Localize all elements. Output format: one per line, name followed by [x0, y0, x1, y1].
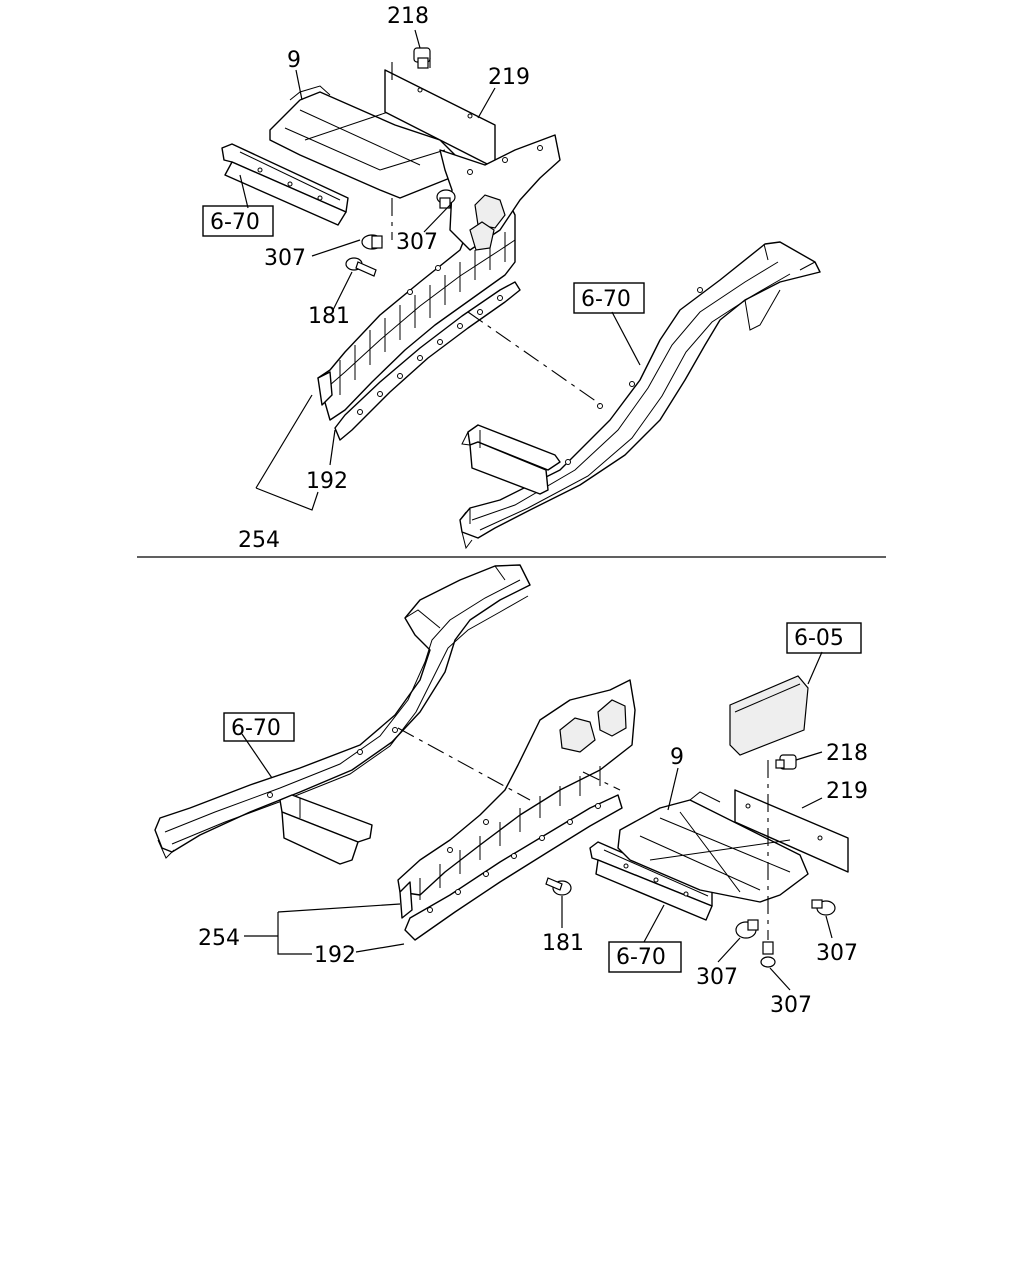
upper-label-307-right: 307 [396, 230, 438, 255]
upper-ref-box-b [573, 282, 645, 314]
upper-side-rail-section [221, 143, 349, 226]
lower-ref-label-a: 6-70 [231, 716, 281, 741]
upper-label-181: 181 [308, 304, 350, 329]
lower-side-rail-section [589, 841, 713, 921]
lower-bracket-assembly [617, 789, 849, 903]
lower-nut-307-a [735, 919, 759, 939]
lower-label-218: 218 [826, 741, 868, 766]
lower-ref-box-605 [786, 622, 862, 654]
lower-ref-box-b [608, 941, 682, 973]
lower-label-307-b: 307 [816, 941, 858, 966]
upper-cross-member [461, 424, 561, 495]
lower-label-307-c: 307 [770, 993, 812, 1018]
upper-label-192: 192 [306, 469, 348, 494]
lower-ref-box-a [223, 712, 295, 742]
upper-label-307-left: 307 [264, 246, 306, 271]
lower-bolt-181 [545, 877, 572, 896]
upper-bracket-assembly [269, 69, 561, 251]
upper-label-9: 9 [287, 48, 301, 73]
lower-mud-guard [729, 675, 809, 756]
lower-bolt-218 [775, 754, 797, 770]
lower-label-181: 181 [542, 931, 584, 956]
upper-reinforcement-plate [317, 204, 521, 441]
lower-label-307-a: 307 [696, 965, 738, 990]
upper-label-219: 219 [488, 65, 530, 90]
lower-nut-307-b [811, 899, 836, 916]
upper-ref-box-a [202, 205, 274, 237]
lower-reinforcement-plate [397, 679, 636, 941]
upper-nut-307-left [361, 234, 383, 250]
upper-nut-307-right [436, 189, 456, 209]
upper-frame-rail [459, 241, 821, 550]
lower-label-9: 9 [670, 745, 684, 770]
upper-label-218: 218 [387, 4, 429, 29]
upper-view: 218 9 219 6-70 307 307 181 6-70 192 254 [202, 4, 821, 553]
lower-ref-label-605: 6-05 [794, 626, 844, 651]
lower-nut-307-c [760, 941, 776, 968]
lower-ref-label-b: 6-70 [616, 945, 666, 970]
lower-label-254: 254 [198, 926, 240, 951]
lower-label-192: 192 [314, 943, 356, 968]
upper-bolt-181 [345, 257, 377, 277]
upper-ref-label-a: 6-70 [210, 210, 260, 235]
lower-label-219: 219 [826, 779, 868, 804]
upper-bolt-218 [413, 47, 431, 69]
lower-view: 6-05 6-70 9 218 219 254 192 181 6-70 307… [154, 564, 868, 1018]
upper-ref-label-b: 6-70 [581, 287, 631, 312]
lower-frame-rail [154, 564, 531, 859]
upper-label-254: 254 [238, 528, 280, 553]
lower-cross-member [279, 794, 373, 865]
